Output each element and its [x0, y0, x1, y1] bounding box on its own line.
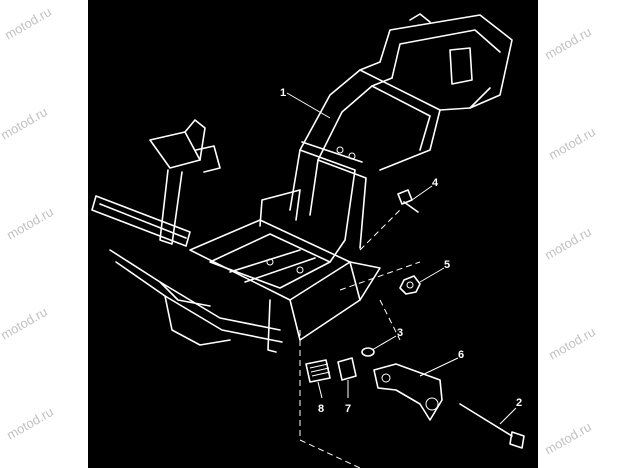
nut-5 — [399, 275, 421, 295]
leader-lines — [286, 92, 517, 425]
watermark-group-right: motod.ru motod.ru motod.ru motod.ru moto… — [542, 24, 598, 458]
bracket-6 — [373, 363, 443, 421]
bolt-4 — [397, 189, 419, 213]
watermark: motod.ru — [0, 304, 50, 343]
watermark: motod.ru — [4, 404, 56, 443]
watermark: motod.ru — [542, 419, 594, 458]
callout-3: 3 — [397, 327, 403, 339]
washer-3 — [361, 347, 375, 357]
watermark: motod.ru — [4, 204, 56, 243]
spring-8 — [305, 359, 331, 383]
scooter-frame — [91, 13, 513, 353]
callout-1: 1 — [280, 87, 286, 99]
callout-7: 7 — [345, 403, 351, 415]
callout-4: 4 — [432, 177, 439, 189]
callout-8: 8 — [318, 403, 324, 415]
assembly-guides — [299, 209, 421, 468]
watermark-group-left: motod.ru motod.ru motod.ru motod.ru moto… — [0, 4, 56, 443]
diagram-panel — [88, 0, 538, 468]
bolt-2 — [459, 403, 525, 449]
watermark: motod.ru — [2, 4, 54, 43]
watermark: motod.ru — [546, 124, 598, 163]
watermark: motod.ru — [546, 324, 598, 363]
callout-6: 6 — [458, 349, 464, 361]
watermark: motod.ru — [542, 224, 594, 263]
spacer-7 — [337, 357, 357, 381]
callout-5: 5 — [444, 259, 450, 271]
watermark: motod.ru — [542, 24, 594, 63]
watermark: motod.ru — [0, 104, 50, 143]
callout-2: 2 — [516, 397, 522, 409]
